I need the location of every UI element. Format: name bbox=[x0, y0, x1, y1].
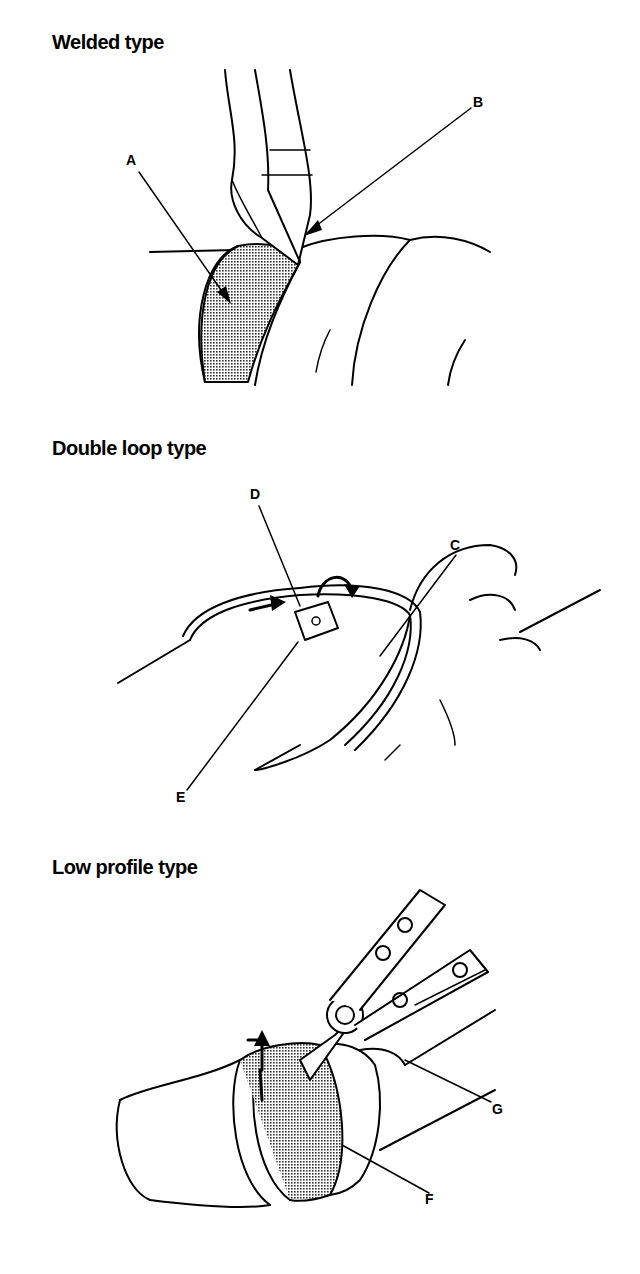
pincer-pivot bbox=[336, 1006, 354, 1024]
welded-clamp-figure bbox=[139, 70, 490, 385]
boot-ridge bbox=[320, 1044, 380, 1195]
cutter-jaw-line bbox=[262, 150, 312, 175]
arrowhead bbox=[254, 1030, 270, 1046]
boot-rim bbox=[255, 262, 300, 385]
shaft-edge bbox=[120, 1060, 240, 1100]
callout-letter: B bbox=[473, 95, 483, 109]
leader-line bbox=[308, 108, 471, 232]
double-loop-clamp-figure bbox=[118, 506, 600, 790]
boot-ridge bbox=[410, 545, 516, 610]
shaft-edge bbox=[380, 1090, 495, 1150]
boot-ridge bbox=[470, 595, 515, 610]
leader-line bbox=[380, 555, 456, 656]
clamp-buckle bbox=[295, 602, 338, 640]
cutter-jaw-line bbox=[232, 180, 262, 238]
leader-line bbox=[259, 506, 300, 606]
callout-letter: C bbox=[450, 538, 460, 552]
callout-letter: A bbox=[126, 153, 136, 167]
boot-crease bbox=[385, 745, 400, 760]
pincer-handle-line bbox=[415, 970, 485, 1005]
shaft-edge bbox=[255, 745, 300, 770]
boot-crease bbox=[440, 700, 455, 745]
arrowhead bbox=[304, 220, 322, 236]
arrowhead bbox=[217, 286, 231, 304]
callout-letter: E bbox=[176, 790, 185, 804]
handle-hole bbox=[393, 993, 407, 1007]
shaft-edge bbox=[150, 1200, 270, 1207]
leader-line bbox=[187, 642, 298, 790]
cutter-jaw-line bbox=[255, 70, 300, 262]
handle-hole bbox=[453, 963, 467, 977]
callout-letter: G bbox=[492, 1102, 503, 1116]
cutter-tool bbox=[225, 70, 311, 265]
section-heading: Double loop type bbox=[52, 438, 206, 458]
leader-line bbox=[139, 172, 228, 300]
shaft-end bbox=[117, 1100, 150, 1200]
shaft-edge bbox=[405, 1010, 495, 1065]
callout-letter: F bbox=[425, 1192, 434, 1206]
clamp-loop bbox=[355, 612, 421, 750]
arrowhead bbox=[344, 584, 360, 598]
callout-letter: D bbox=[250, 487, 260, 501]
arrowhead bbox=[270, 595, 286, 611]
low-profile-clamp-figure bbox=[117, 890, 495, 1207]
pincer-handle bbox=[355, 950, 488, 1040]
motion-arrow bbox=[260, 1070, 262, 1100]
leader-line bbox=[405, 1060, 491, 1102]
handle-hole bbox=[376, 946, 390, 960]
boot-crease bbox=[316, 330, 330, 372]
boot-fold bbox=[352, 240, 410, 385]
section-heading: Welded type bbox=[52, 32, 164, 52]
handle-hole bbox=[398, 918, 412, 932]
leader-line bbox=[342, 1145, 429, 1193]
shaft-edge bbox=[520, 590, 600, 632]
boot-top bbox=[300, 236, 490, 252]
welded-band bbox=[201, 244, 300, 382]
shaft-edge bbox=[150, 250, 235, 252]
boot-fold bbox=[448, 340, 465, 385]
shaft-edge bbox=[118, 640, 190, 683]
section-heading: Low profile type bbox=[52, 857, 197, 877]
boot-ridge bbox=[500, 638, 540, 650]
low-profile-band bbox=[240, 1043, 342, 1201]
clamp-band bbox=[183, 588, 300, 636]
clamp-band bbox=[190, 594, 410, 770]
buckle-hole bbox=[312, 617, 320, 625]
boot-ridge bbox=[360, 1049, 405, 1065]
